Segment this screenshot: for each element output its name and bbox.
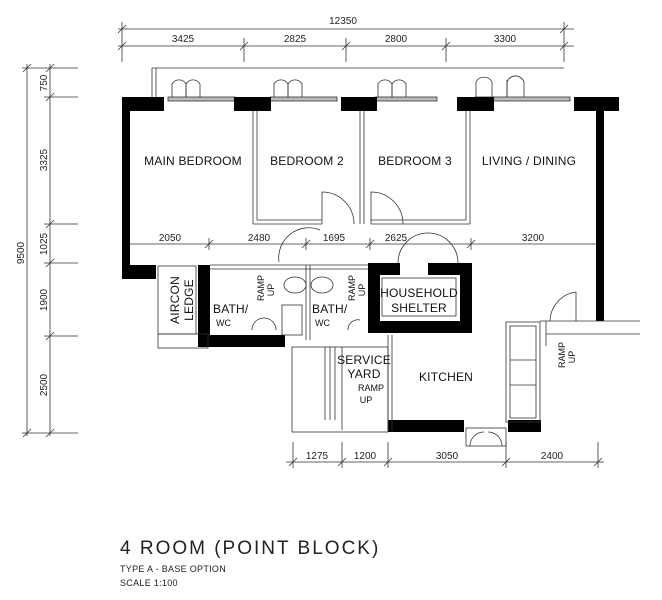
dim-left-1: 750 [39, 74, 50, 91]
bath-1-ramp-label: RAMP [256, 275, 266, 301]
room-bath-1-line2: WC [216, 318, 231, 328]
dim-inner-1: 2050 [159, 233, 182, 244]
title-block: 4 ROOM (POINT BLOCK) TYPE A - BASE OPTIO… [120, 538, 380, 588]
dim-inner-5: 3200 [522, 233, 545, 244]
dim-inner-4: 2625 [385, 233, 408, 244]
dim-left-total: 9500 [16, 241, 27, 264]
room-bedroom-2: BEDROOM 2 [270, 154, 344, 168]
room-kitchen: KITCHEN [419, 370, 473, 384]
plan-type: TYPE A - BASE OPTION [120, 564, 227, 574]
top-dimension-lines [117, 22, 574, 62]
room-bath-1-line1: BATH/ [213, 302, 249, 316]
dim-left-3: 1025 [39, 232, 50, 255]
service-yard-ramp-label: RAMP [358, 383, 384, 393]
dim-top-4: 3300 [494, 34, 517, 45]
entry-ramp-label: RAMP [557, 342, 567, 368]
bath-2-ramp-label: RAMP [347, 275, 357, 301]
room-main-bedroom: MAIN BEDROOM [144, 154, 242, 168]
dim-left-5: 2500 [39, 373, 50, 396]
left-dimension-lines [22, 63, 78, 438]
inner-dimension-line [130, 238, 596, 250]
bottom-dimension-lines [286, 442, 604, 468]
room-bath-2-line2: WC [315, 318, 330, 328]
dim-top-2: 2825 [284, 34, 307, 45]
entry-up-label: UP [567, 351, 577, 364]
dim-top-3: 2800 [385, 34, 408, 45]
room-aircon-ledge-line2: LEDGE [182, 279, 196, 321]
dim-top-1: 3425 [172, 34, 195, 45]
dim-bottom-3: 3050 [436, 451, 459, 462]
room-bath-2-line1: BATH/ [312, 302, 348, 316]
room-household-shelter-line1: HOUSEHOLD [380, 286, 458, 300]
dim-top-total: 12350 [329, 16, 357, 27]
dim-inner-2: 2480 [248, 233, 271, 244]
dim-left-2: 3325 [39, 148, 50, 171]
plan-scale: SCALE 1:100 [120, 578, 178, 588]
partitions [157, 111, 640, 447]
planter-line [151, 67, 564, 97]
household-shelter-room [381, 277, 457, 317]
dim-bottom-2: 1200 [354, 451, 377, 462]
room-aircon-ledge-line1: AIRCON [168, 276, 182, 324]
room-service-yard-line1: SERVICE [337, 353, 391, 367]
dim-bottom-4: 2400 [541, 451, 564, 462]
room-household-shelter-line2: SHELTER [391, 301, 447, 315]
plan-title: 4 ROOM (POINT BLOCK) [120, 538, 381, 559]
dim-left-4: 1900 [39, 288, 50, 311]
bath-2-up-label: UP [357, 284, 367, 297]
room-service-yard-line2: YARD [347, 367, 380, 381]
shelter-door-gap [400, 263, 428, 275]
service-yard-up-label: UP [360, 395, 373, 405]
bath-1-up-label: UP [266, 284, 276, 297]
dim-bottom-1: 1275 [306, 451, 329, 462]
dim-inner-3: 1695 [323, 233, 346, 244]
structural-walls [122, 97, 619, 432]
room-living-dining: LIVING / DINING [482, 154, 576, 168]
room-bedroom-3: BEDROOM 3 [378, 154, 452, 168]
